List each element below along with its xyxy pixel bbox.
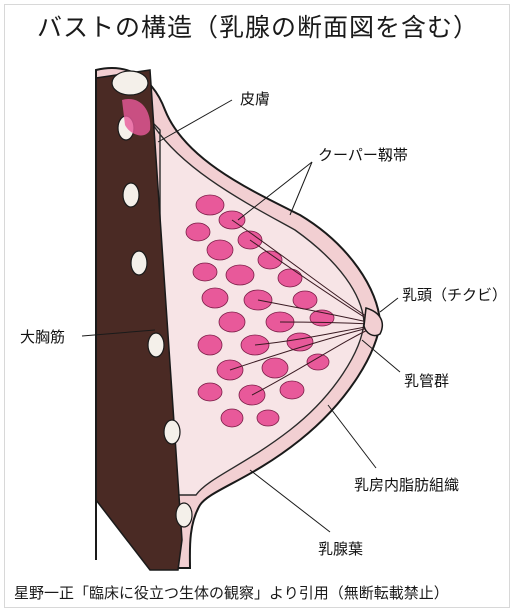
gland-lobule [207,240,233,260]
gland-lobule [278,269,302,287]
label-nipple: 乳頭（チクビ） [402,286,507,304]
leader-lobes [250,470,330,532]
label-fat-tissue: 乳房内脂肪組織 [354,476,459,494]
gland-lobule [219,312,245,332]
rib [112,71,148,95]
gland-lobule [226,265,254,285]
rib [164,420,180,444]
source-caption: 星野一正「臨床に役立つ生体の観察」より引用（無断転載禁止） [14,582,449,603]
gland-lobule [293,291,317,309]
gland-lobule [262,358,288,378]
label-mammary-lobes: 乳腺葉 [318,540,363,558]
rib [123,183,139,207]
gland-lobule [287,333,313,351]
leader-cooper-2 [290,162,312,215]
rib [176,503,192,527]
gland-lobule [257,410,279,426]
gland-lobule [193,263,217,281]
gland-lobule [196,195,224,215]
rib [131,251,147,275]
label-pectoral-muscle: 大胸筋 [20,328,65,346]
gland-lobule [198,335,222,355]
gland-lobule [202,288,228,308]
gland-lobule [280,381,304,399]
label-skin: 皮膚 [240,90,270,108]
leader-nipple [380,298,398,312]
label-milk-ducts: 乳管群 [404,372,449,390]
gland-lobule [221,409,243,427]
rib [148,333,164,357]
gland-lobule [186,223,210,241]
gland-lobule [198,383,222,401]
label-cooper-ligament: クーパー靱帯 [318,146,408,164]
leader-fat [328,405,376,468]
